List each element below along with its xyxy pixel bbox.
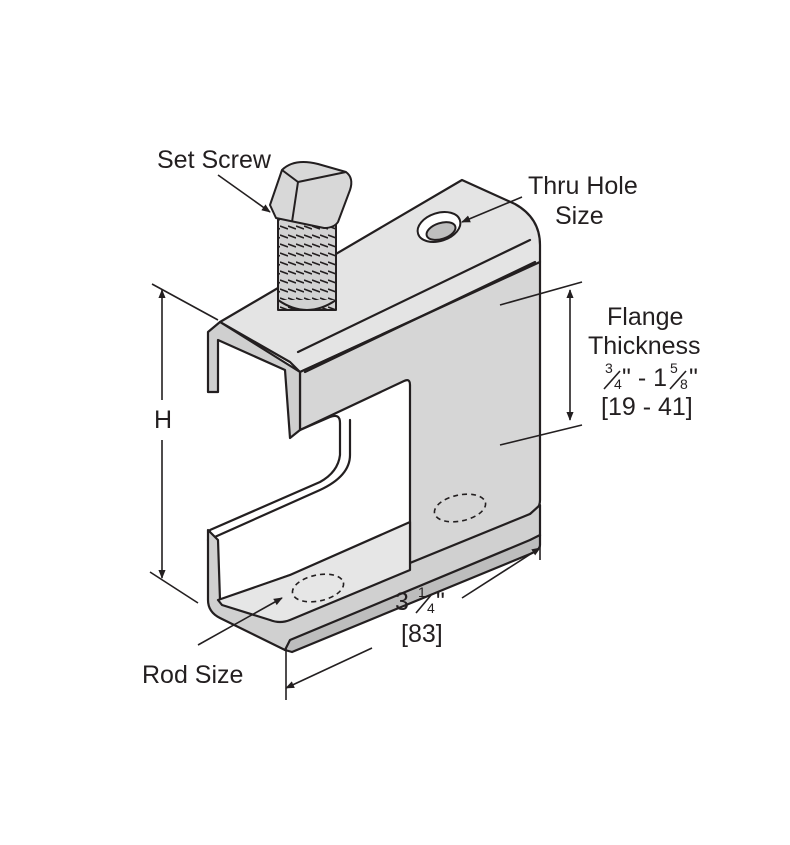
height-label: H xyxy=(154,406,172,434)
width-frac-num: 1 xyxy=(418,584,426,600)
h-extension-bottom xyxy=(149,571,199,604)
clamp-body xyxy=(206,178,542,654)
thru-hole-label-line1: Thru Hole xyxy=(528,172,638,200)
hidden-holes xyxy=(291,493,487,603)
flange-end: " xyxy=(689,364,698,392)
frac-b-num: 5 xyxy=(670,360,678,376)
lower-jaw-inner xyxy=(216,520,412,624)
frac-a-num: 3 xyxy=(605,360,613,376)
flange-metric-label: [19 - 41] xyxy=(601,393,693,421)
fold-line-2 xyxy=(303,260,537,374)
flange-label-line1: Flange xyxy=(607,303,683,331)
set-screw-label: Set Screw xyxy=(157,146,272,174)
rod-size-label: Rod Size xyxy=(142,661,243,689)
width-metric-label: [83] xyxy=(401,620,443,648)
thru-hole-label-line2: Size xyxy=(555,202,604,230)
set-screw xyxy=(269,161,353,311)
fold-line-1 xyxy=(296,238,532,354)
frac-a-den: 4 xyxy=(614,376,622,392)
thru-hole xyxy=(416,211,462,243)
width-dimension-left xyxy=(285,647,373,689)
width-end: " xyxy=(436,588,445,616)
flange-extension-bottom xyxy=(499,424,583,446)
flange-label-line2: Thickness xyxy=(588,332,701,360)
dimension-lines xyxy=(149,174,583,700)
width-imperial: 3 1 4 " xyxy=(395,584,445,616)
flange-imperial-range: 3 4 " - 1 5 8 " xyxy=(603,360,698,392)
screw-head xyxy=(269,161,353,229)
throat-wall xyxy=(206,414,352,542)
frac-b-den: 8 xyxy=(680,376,688,392)
upper-jaw xyxy=(206,320,302,440)
rod-size-leader xyxy=(197,597,283,646)
flange-mid: " - 1 xyxy=(622,364,667,392)
thru-hole-leader xyxy=(461,196,523,223)
flange-extension-top xyxy=(499,281,583,306)
set-screw-leader xyxy=(217,174,271,213)
width-frac-den: 4 xyxy=(427,600,435,616)
width-dimension-right xyxy=(461,547,541,599)
width-whole: 3 xyxy=(395,588,409,616)
